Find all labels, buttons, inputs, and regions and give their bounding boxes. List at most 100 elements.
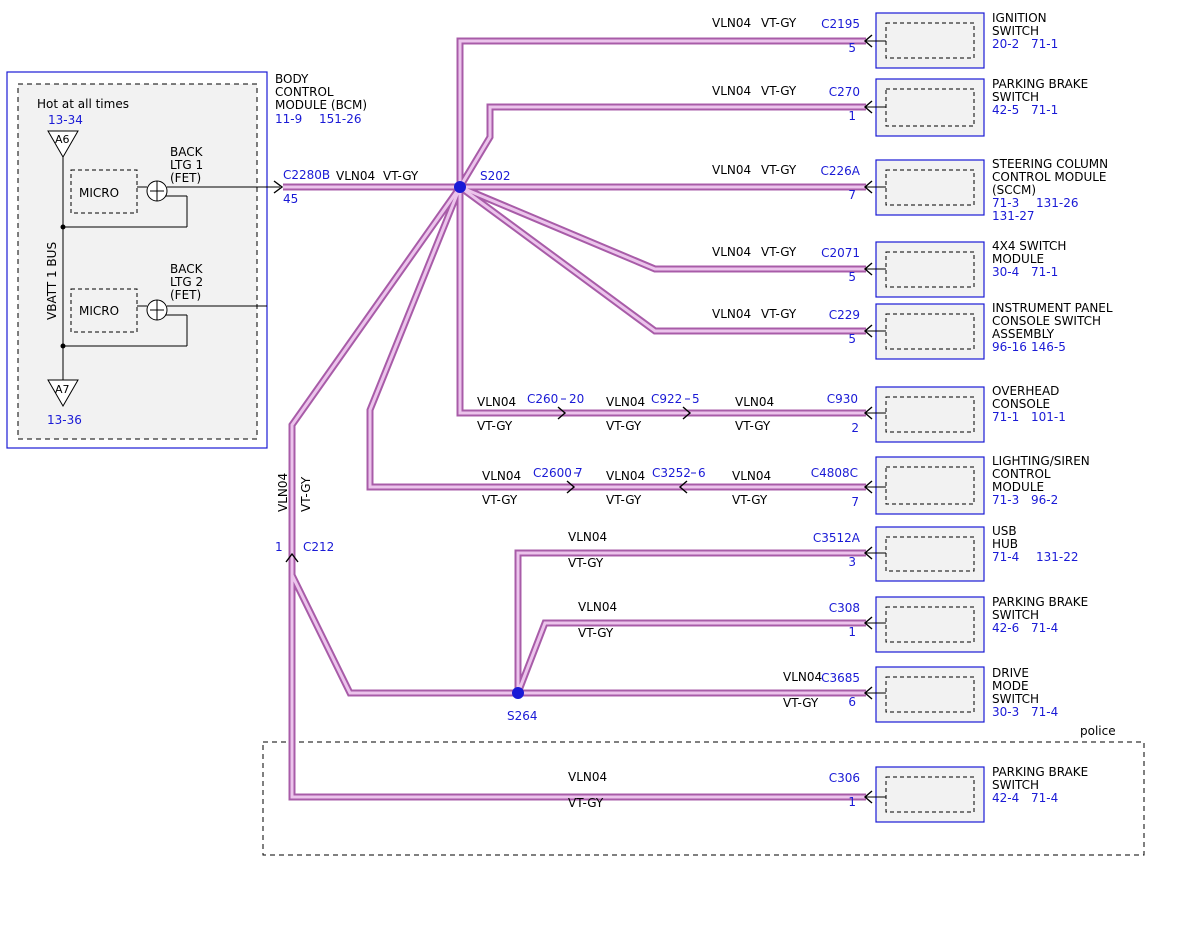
connector-arrow-icon xyxy=(863,406,873,420)
component-inner-box xyxy=(885,776,975,813)
connector-arrow-icon xyxy=(863,790,873,804)
splice-s264 xyxy=(512,687,524,699)
connector-arrow-icon xyxy=(863,616,873,630)
component-name: MODULE xyxy=(992,480,1044,494)
component-box xyxy=(875,456,985,515)
police-zone xyxy=(262,741,1145,856)
connector-pin: 7 xyxy=(575,466,583,480)
connector-arrow-icon xyxy=(863,262,873,276)
connector-pin: 20 xyxy=(569,392,584,406)
component-ref: 42-4 xyxy=(992,791,1019,805)
c212-circuit: VLN04 xyxy=(276,473,290,512)
connector-arrow-icon xyxy=(863,686,873,700)
component-inner-box xyxy=(885,676,975,713)
component-name: SWITCH xyxy=(992,24,1039,38)
component-name: CONTROL MODULE xyxy=(992,170,1107,184)
splice-s264-label: S264 xyxy=(507,709,538,723)
wire-color: VT-GY xyxy=(578,626,614,640)
connector-id: C306 xyxy=(829,771,860,785)
bcm-ref-1: 11-9 xyxy=(275,112,302,126)
wire-circuit: VLN04 xyxy=(712,307,751,321)
bcm-circuit: VLN04 xyxy=(336,169,375,183)
component-name: PARKING BRAKE xyxy=(992,77,1088,91)
wire-circuit: VLN04 xyxy=(712,163,751,177)
wire-circuit: VLN04 xyxy=(578,600,617,614)
component-ref: 96-2 xyxy=(1031,493,1058,507)
component-box xyxy=(875,666,985,723)
component-box xyxy=(875,766,985,823)
component-name: DRIVE xyxy=(992,666,1029,680)
wire-harness-core xyxy=(283,39,866,799)
component-name: CONSOLE xyxy=(992,397,1050,411)
splice-s202 xyxy=(454,181,466,193)
wire-circuit: VLN04 xyxy=(712,245,751,259)
component-inner-box xyxy=(885,536,975,572)
wire-color: VT-GY xyxy=(761,307,797,321)
component-name: LIGHTING/SIREN xyxy=(992,454,1090,468)
component-ref: 71-3 xyxy=(992,493,1019,507)
wire-segment xyxy=(456,103,866,189)
bcm-hot-label: Hot at all times xyxy=(37,97,129,111)
connector-id: C270 xyxy=(829,85,860,99)
connector-pin: 1 xyxy=(848,795,856,809)
wire-color: VT-GY xyxy=(606,493,642,507)
connector-pin: 1 xyxy=(848,109,856,123)
component-inner-box xyxy=(885,396,975,433)
c212-arrow-icon xyxy=(285,552,299,563)
component-inner-box xyxy=(885,169,975,206)
connector-arrow-icon xyxy=(863,324,873,338)
component-box xyxy=(875,386,985,443)
connector-arrow-icon xyxy=(863,180,873,194)
wire-core xyxy=(290,553,866,799)
component-name: PARKING BRAKE xyxy=(992,595,1088,609)
component-name: ASSEMBLY xyxy=(992,327,1055,341)
wire-segment xyxy=(457,184,866,335)
wire-core xyxy=(458,39,866,187)
wire-segment xyxy=(456,187,866,417)
component-name: HUB xyxy=(992,537,1018,551)
wire-core xyxy=(516,621,866,694)
wire-segment xyxy=(456,37,866,187)
wire-circuit: VLN04 xyxy=(735,395,774,409)
micro-1-label: MICRO xyxy=(79,186,119,200)
connector-pin: 6 xyxy=(698,466,706,480)
component-box xyxy=(875,159,985,216)
component-ref: 71-4 xyxy=(992,550,1019,564)
connector-id: C2071 xyxy=(821,246,860,260)
c212-pin: 1 xyxy=(275,540,283,554)
police-label: police xyxy=(1080,724,1116,738)
component-name: MODE xyxy=(992,679,1029,693)
connector-arrow-icon xyxy=(863,480,873,494)
component-box xyxy=(875,526,985,582)
connector-id: C4808C xyxy=(811,466,858,480)
connector-pin: 5 xyxy=(848,332,856,346)
bcm-fuse-bottom-id: A7 xyxy=(55,383,70,396)
wire-circuit: VLN04 xyxy=(568,530,607,544)
bcm-title: BODY CONTROL MODULE (BCM) xyxy=(275,72,367,112)
component-ref: 30-3 xyxy=(992,705,1019,719)
body-control-module: Hot at all times 13-34 A6 A7 13-36 VBATT… xyxy=(6,71,419,449)
component-name: SWITCH xyxy=(992,692,1039,706)
connector-pin: 6 xyxy=(848,695,856,709)
connector-pin: 7 xyxy=(851,495,859,509)
connector-id: C2195 xyxy=(821,17,860,31)
component-ref: 42-5 xyxy=(992,103,1019,117)
component-name: USB xyxy=(992,524,1017,538)
component-name: OVERHEAD xyxy=(992,384,1059,398)
wire-core xyxy=(368,186,866,489)
component-box xyxy=(875,241,985,298)
bcm-fuse-top-id: A6 xyxy=(55,133,70,146)
wire-circuit: VLN04 xyxy=(783,670,822,684)
